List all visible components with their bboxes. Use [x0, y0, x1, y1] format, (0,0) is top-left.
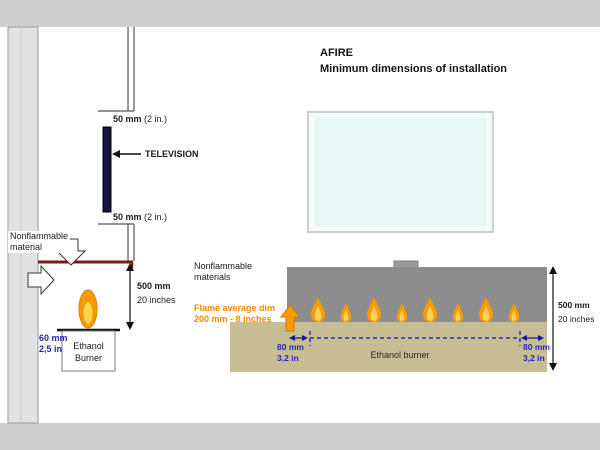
burner-depth-inches: 2,5 in: [39, 344, 63, 354]
tv-gap-bottom-mm: 50 mm: [113, 212, 142, 222]
left-margin-label: 80 mm 3,2 in: [277, 342, 304, 364]
tv-gap-top-mm: 50 mm: [113, 114, 142, 124]
nonflammable-label-side: Nonflammable material: [8, 231, 71, 253]
tv-side-view: [102, 126, 112, 213]
height-dimension-front: [549, 266, 557, 371]
install-height-inches: 20 inches: [558, 314, 595, 324]
tv-gap-bottom-label: 50 mm (2 in.): [113, 212, 167, 223]
burner-base-front: [230, 322, 547, 372]
left-margin-dimension-arrow: [289, 335, 308, 341]
burner-outline-dashed: [309, 331, 521, 346]
right-margin-mm: 80 mm: [523, 342, 550, 352]
flame-dimension-line1: Flame average dim: [194, 303, 276, 313]
nonflammable-side-line1: Nonflammable: [10, 231, 69, 241]
page-subtitle: Minimum dimensions of installation: [320, 63, 508, 75]
firebox-height-inches: 20 inches: [137, 295, 176, 305]
burner-depth-label: 60 mm 2,5 in: [39, 333, 68, 355]
burner-box-side: [61, 330, 116, 372]
right-margin-inches: 3,2 in: [523, 353, 545, 363]
nonflammable-label-front: Nonflammable materials: [194, 261, 252, 283]
burner-label-front: Ethanol burner: [370, 350, 430, 360]
flame-dimension-label: Flame average dim 200 mm - 8 inches: [194, 303, 275, 325]
top-border-bar: [0, 0, 600, 27]
nonflammable-front-line2: materials: [194, 272, 231, 282]
tv-gap-top-label: 50 mm (2 in.): [113, 114, 167, 125]
install-height-mm: 500 mm: [558, 300, 590, 310]
nonflammable-front-line1: Nonflammable: [194, 261, 253, 271]
burner-label-side-line1: Ethanol: [73, 341, 104, 351]
bottom-border-bar: [0, 423, 600, 450]
flame-dimension-line2: 200 mm - 8 inches: [194, 314, 272, 324]
right-margin-dimension-arrow: [521, 335, 544, 341]
front-wall-panel: [287, 267, 547, 322]
right-arrow-icon: [27, 264, 55, 296]
height-dimension-side: [126, 263, 134, 330]
tv-screen-front: [307, 111, 494, 233]
burner-depth-mm: 60 mm: [39, 333, 68, 343]
firebox-height-label: 500 mm 20 inches: [137, 281, 176, 306]
burner-label-side: Ethanol Burner: [62, 340, 115, 364]
television-label: TELEVISION: [145, 149, 199, 159]
left-margin-inches: 3,2 in: [277, 353, 299, 363]
flame-icon-side: [78, 289, 98, 329]
left-margin-mm: 80 mm: [277, 342, 304, 352]
television-arrow-icon: [112, 150, 141, 158]
firebox-height-mm: 500 mm: [137, 281, 171, 291]
tv-niche-outline: [98, 27, 135, 261]
nonflammable-side-line2: material: [10, 242, 43, 252]
tv-gap-bottom-inches: (2 in.): [144, 212, 168, 222]
tv-gap-top-inches: (2 in.): [144, 114, 168, 124]
right-margin-label: 80 mm 3,2 in: [523, 342, 550, 364]
burner-label-side-line2: Burner: [74, 353, 102, 363]
install-height-label: 500 mm 20 inches: [558, 300, 594, 325]
side-wall-section: [7, 26, 39, 424]
up-arrow-icon: [280, 304, 300, 332]
brand-title: AFIRE: [320, 47, 353, 59]
